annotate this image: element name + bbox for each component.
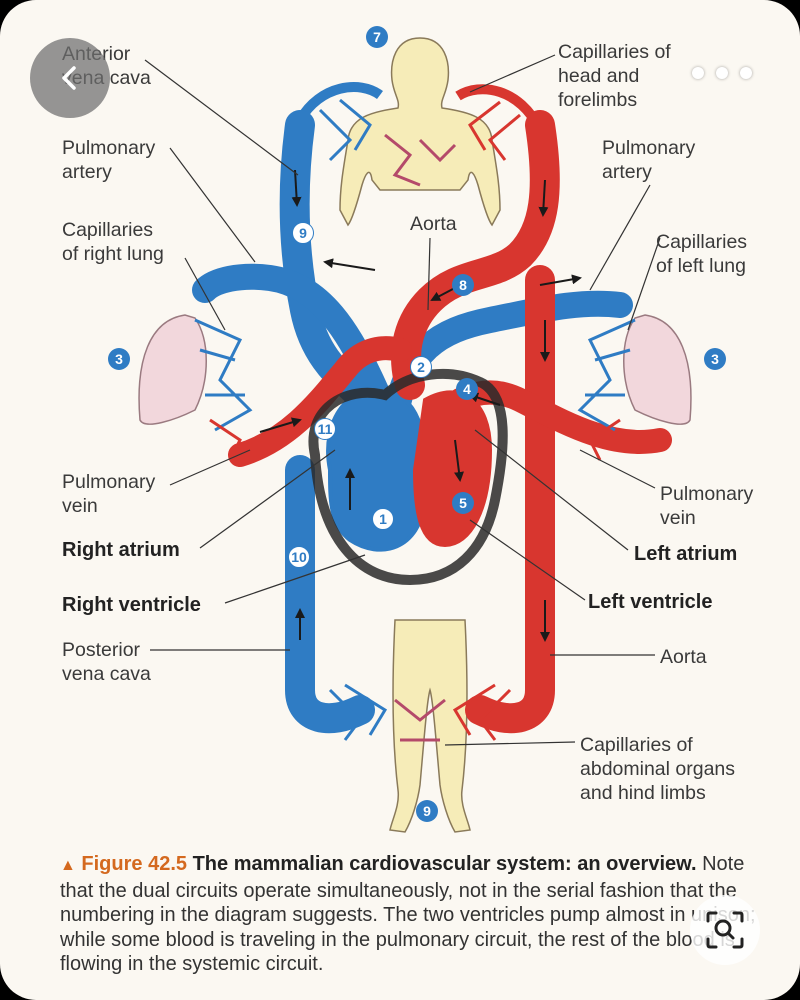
flow-arrows [259, 169, 582, 642]
label-capillaries-left-lung: Capillaries of left lung [656, 231, 748, 277]
leader-lines [144, 54, 661, 746]
back-arrow-icon [62, 66, 76, 90]
label-capillaries-head: Capillaries of head and forelimbs [558, 41, 671, 111]
step-number-11: 11 [314, 418, 336, 440]
label-aorta-bottom: Aorta [660, 646, 707, 668]
label-pulmonary-vein-right-side: Pulmonary vein [660, 483, 754, 529]
step-number-3-left: 3 [108, 348, 130, 370]
step-number-9: 9 [292, 222, 314, 244]
label-capillaries-abdominal: Capillaries of abdominal organs and hind… [580, 734, 736, 804]
label-pulmonary-artery-right-side: Pulmonary artery [602, 137, 696, 183]
right-lung [138, 314, 207, 425]
label-pulmonary-artery-left-side: Pulmonary artery [62, 137, 156, 183]
figure-caption: ▲ Figure 42.5 The mammalian cardiovascul… [60, 852, 780, 977]
step-number-4: 4 [456, 378, 478, 400]
label-aorta-top: Aorta [410, 213, 457, 235]
figure-caption-body: Note that the dual circuits operate simu… [60, 853, 756, 975]
step-number-6: 8 [452, 274, 474, 296]
heart [308, 368, 508, 586]
step-number-2: 2 [410, 356, 432, 378]
label-left-ventricle: Left ventricle [588, 591, 713, 613]
step-number-3-right: 3 [704, 348, 726, 370]
step-number-5: 5 [452, 492, 474, 514]
step-number-8: 9 [416, 800, 438, 822]
lower-capillary-bed [328, 683, 512, 742]
label-pulmonary-vein-left-side: Pulmonary vein [62, 471, 156, 517]
caption-marker: ▲ [60, 857, 76, 874]
back-button[interactable] [30, 38, 110, 118]
step-number-7: 7 [366, 26, 388, 48]
cardiovascular-diagram [138, 37, 692, 833]
step-number-10: 10 [288, 546, 310, 568]
lower-body-figure [389, 619, 471, 833]
left-lung [623, 314, 692, 425]
label-right-atrium: Right atrium [62, 539, 180, 561]
figure-title: The mammalian cardiovascular system: an … [192, 853, 697, 875]
label-capillaries-right-lung: Capillaries of right lung [62, 219, 164, 265]
label-right-ventricle: Right ventricle [62, 594, 201, 616]
upper-body-figure [339, 37, 501, 227]
visual-search-icon [706, 911, 744, 949]
more-options-icon [692, 67, 704, 79]
visual-search-button[interactable] [690, 895, 760, 965]
label-left-atrium: Left atrium [634, 543, 738, 565]
lungs [138, 314, 692, 461]
figure-number: Figure 42.5 [81, 853, 188, 875]
label-posterior-vena-cava: Posterior vena cava [62, 639, 151, 685]
step-number-1: 1 [372, 508, 394, 530]
more-options-button[interactable] [692, 60, 752, 86]
